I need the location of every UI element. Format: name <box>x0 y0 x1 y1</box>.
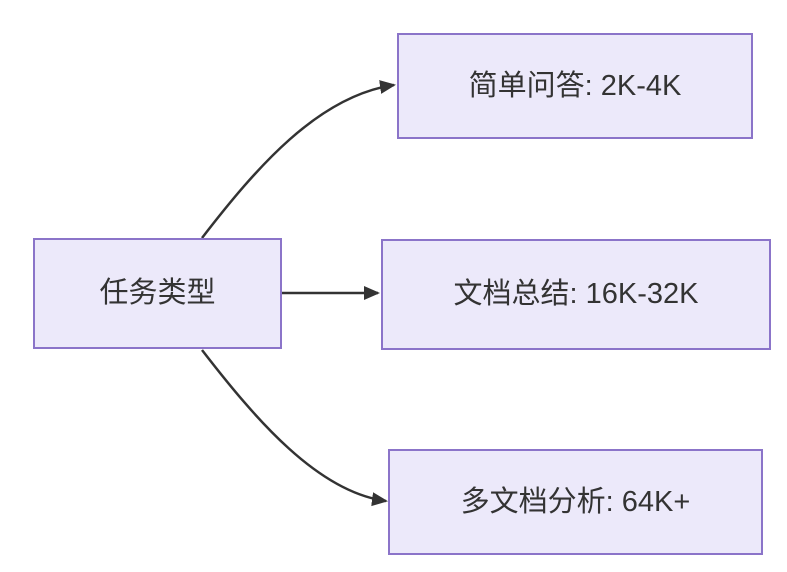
node-simple-qa: 简单问答: 2K-4K <box>397 33 753 139</box>
node-doc-summary-label: 文档总结: 16K-32K <box>453 278 699 311</box>
node-simple-qa-label: 简单问答: 2K-4K <box>468 69 682 102</box>
node-multi-doc-analysis-label: 多文档分析: 64K+ <box>460 485 691 518</box>
edge-task-to-simple-qa <box>201 80 396 239</box>
node-task-type-label: 任务类型 <box>99 277 216 310</box>
edge-task-to-multi-doc-analysis <box>201 349 388 507</box>
node-doc-summary: 文档总结: 16K-32K <box>381 239 771 350</box>
node-task-type: 任务类型 <box>33 238 282 349</box>
node-multi-doc-analysis: 多文档分析: 64K+ <box>388 449 763 555</box>
